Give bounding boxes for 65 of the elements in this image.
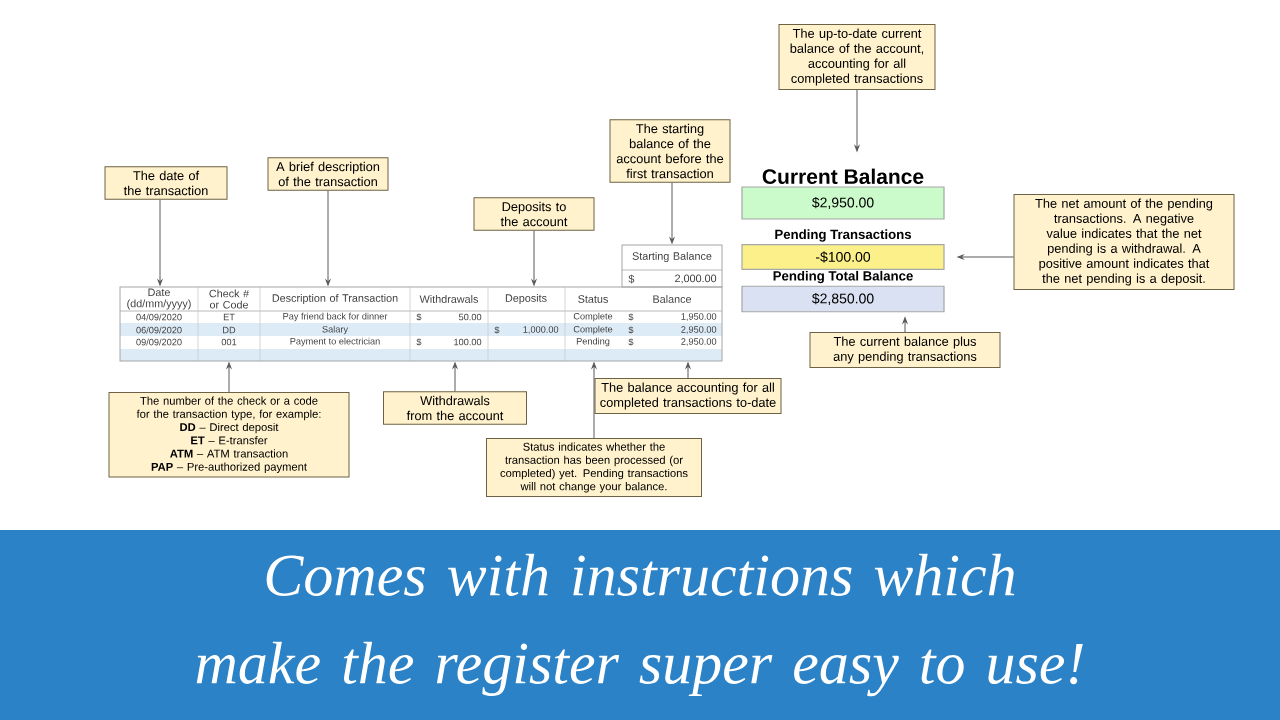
table-text: $ bbox=[494, 326, 500, 334]
table-text: Status bbox=[578, 295, 608, 303]
table-text: $ bbox=[628, 274, 635, 284]
callout-box: Withdrawals from the account bbox=[383, 391, 527, 425]
node-label: Current Balance bbox=[762, 168, 924, 185]
table-text: Deposits bbox=[505, 294, 547, 305]
table-text: Starting Balance bbox=[632, 252, 712, 263]
table-text: Pending bbox=[576, 337, 610, 347]
table-text: 06/09/2020 bbox=[136, 326, 182, 334]
callout-box: A brief description of the transaction bbox=[267, 157, 389, 191]
balance-display: $2,850.00 Pending Total Balance bbox=[741, 270, 945, 313]
table-text: 1,950.00 bbox=[681, 313, 717, 321]
table-text: Pay friend back for dinner bbox=[283, 312, 388, 322]
table-text: 2,950.00 bbox=[681, 326, 717, 334]
register-table bbox=[621, 244, 723, 288]
table-text: 04/09/2020 bbox=[136, 313, 182, 321]
table-text: Description of Transaction bbox=[272, 294, 398, 305]
table-text: $ bbox=[416, 338, 422, 346]
table-text: $ bbox=[628, 338, 634, 346]
leader-line bbox=[452, 362, 458, 392]
callout-box: The date of the transaction bbox=[104, 166, 228, 200]
callout-box: The up-to-date current balance of the account, accounting for all completed transactions bbox=[778, 24, 936, 90]
table-text: Salary bbox=[322, 325, 348, 335]
table-text: Complete bbox=[573, 325, 613, 335]
balance-display: $2,950.00 Current Balance bbox=[741, 168, 945, 220]
callout-box: The net amount of the pending transactions. A negative value indicates that the net pending is a withdrawal. A positive amount indicates that the net pending is a deposit. bbox=[1013, 194, 1235, 290]
table-text: Check # or Code bbox=[209, 289, 250, 309]
callout-box: Status indicates whether the transaction has been processed (or completed) yet. Pending transactions will not change your balance. bbox=[486, 438, 702, 498]
callout-box: The balance accounting for all completed transactions to-date bbox=[594, 378, 782, 414]
node-label: Pending Total Balance bbox=[773, 270, 913, 284]
table-text: Withdrawals bbox=[419, 295, 478, 303]
leader-line bbox=[957, 254, 1014, 260]
table-text: Date (dd/mm/yyyy) bbox=[127, 288, 191, 310]
table-text: Complete bbox=[573, 312, 613, 322]
leader-line bbox=[685, 362, 691, 379]
leader-line bbox=[669, 182, 675, 244]
node-label: Pending Transactions bbox=[775, 229, 912, 242]
table-text: $ bbox=[628, 326, 634, 334]
table-text: $ bbox=[416, 313, 422, 321]
callout-box: Deposits to the account bbox=[473, 197, 595, 231]
table-text: 001 bbox=[221, 338, 237, 346]
table-text: Balance bbox=[653, 295, 692, 303]
register-table bbox=[119, 286, 723, 362]
table-text: ET bbox=[223, 313, 235, 321]
table-text: $ bbox=[628, 313, 634, 321]
leader-line bbox=[325, 190, 331, 286]
table-text: 50.00 bbox=[458, 313, 482, 321]
leader-line bbox=[902, 317, 908, 333]
promo-banner: Comes with instructions which make the register super easy to use! bbox=[0, 530, 1280, 720]
callout-box: The starting balance of the account before the first transaction bbox=[609, 119, 731, 183]
leader-line bbox=[591, 362, 597, 439]
table-text: 2,950.00 bbox=[681, 338, 717, 346]
leader-line bbox=[226, 362, 232, 393]
table-text: Payment to electrician bbox=[290, 337, 380, 347]
leader-line bbox=[531, 230, 537, 286]
table-text: 09/09/2020 bbox=[136, 338, 182, 346]
callout-box: The current balance plus any pending transactions bbox=[809, 332, 1001, 368]
table-text: 2,000.00 bbox=[675, 274, 717, 284]
balance-display: -$100.00 Pending Transactions bbox=[741, 229, 945, 270]
table-text: 1,000.00 bbox=[523, 326, 559, 334]
table-text: 100.00 bbox=[454, 338, 482, 346]
callout-box: The number of the check or a code for the transaction type, for example: DD – Direct deposit ET – E-transfer ATM – ATM transaction PAP – Pre-authorized payment bbox=[108, 392, 350, 478]
leader-line bbox=[157, 199, 163, 286]
table-text: DD bbox=[223, 326, 236, 334]
leader-line bbox=[854, 89, 860, 152]
